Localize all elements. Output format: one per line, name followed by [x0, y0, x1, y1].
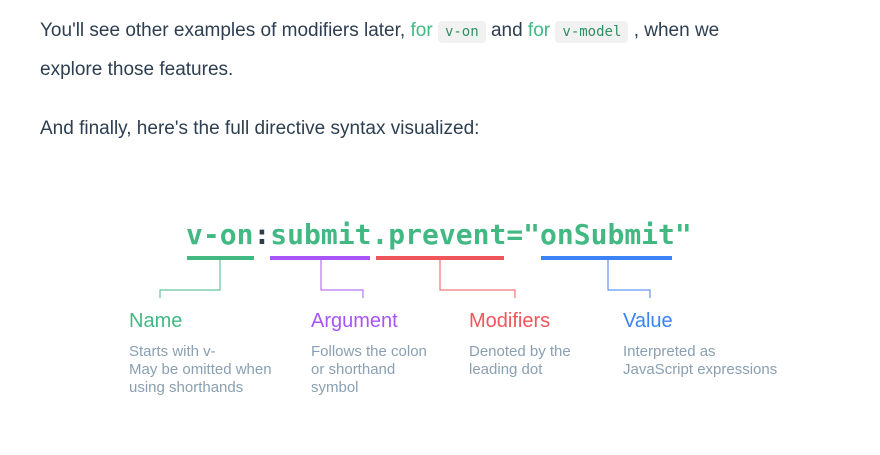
final-sentence: And finally, here's the full directive s… — [40, 118, 480, 139]
name-desc-2: May be omitted when — [129, 361, 272, 378]
intro-line-2: explore those features. — [40, 59, 234, 80]
modifiers-connector — [439, 260, 516, 298]
modifiers-desc-1: Denoted by the — [469, 343, 571, 360]
argument-desc-3: symbol — [311, 379, 359, 396]
value-title: Value — [623, 310, 673, 332]
for-link-1[interactable]: for — [410, 20, 433, 41]
intro-text-end: , when we — [633, 20, 720, 41]
code-v-model: v-model — [555, 21, 629, 43]
argument-connector — [320, 260, 364, 298]
modifiers-desc-2: leading dot — [469, 361, 543, 378]
syntax-value: ="onSubmit" — [506, 218, 691, 251]
intro-paragraph: You'll see other examples of modifiers l… — [40, 12, 719, 89]
value-desc-1: Interpreted as — [623, 343, 716, 360]
argument-title: Argument — [311, 310, 398, 332]
name-connector — [159, 260, 221, 298]
modifiers-underline — [376, 256, 504, 260]
value-connector — [607, 260, 651, 298]
intro-and: and — [490, 20, 523, 41]
code-v-on: v-on — [437, 21, 486, 43]
syntax-modifiers: .prevent — [371, 218, 506, 251]
syntax-line: v-on:submit.prevent="onSubmit" — [186, 218, 692, 251]
name-underline — [187, 256, 254, 260]
syntax-name: v-on — [186, 218, 253, 251]
name-title: Name — [129, 310, 182, 332]
for-link-2[interactable]: for — [527, 20, 551, 41]
name-desc-3: using shorthands — [129, 379, 243, 396]
name-desc-1: Starts with v- — [129, 343, 216, 360]
argument-underline — [270, 256, 370, 260]
syntax-argument: submit — [270, 218, 371, 251]
value-underline — [541, 256, 672, 260]
intro-text-start: You'll see other examples of modifiers l… — [40, 20, 411, 41]
value-desc-2: JavaScript expressions — [623, 361, 777, 378]
argument-desc-1: Follows the colon — [311, 343, 427, 360]
syntax-colon: : — [253, 218, 270, 251]
modifiers-title: Modifiers — [469, 310, 550, 332]
argument-desc-2: or shorthand — [311, 361, 395, 378]
